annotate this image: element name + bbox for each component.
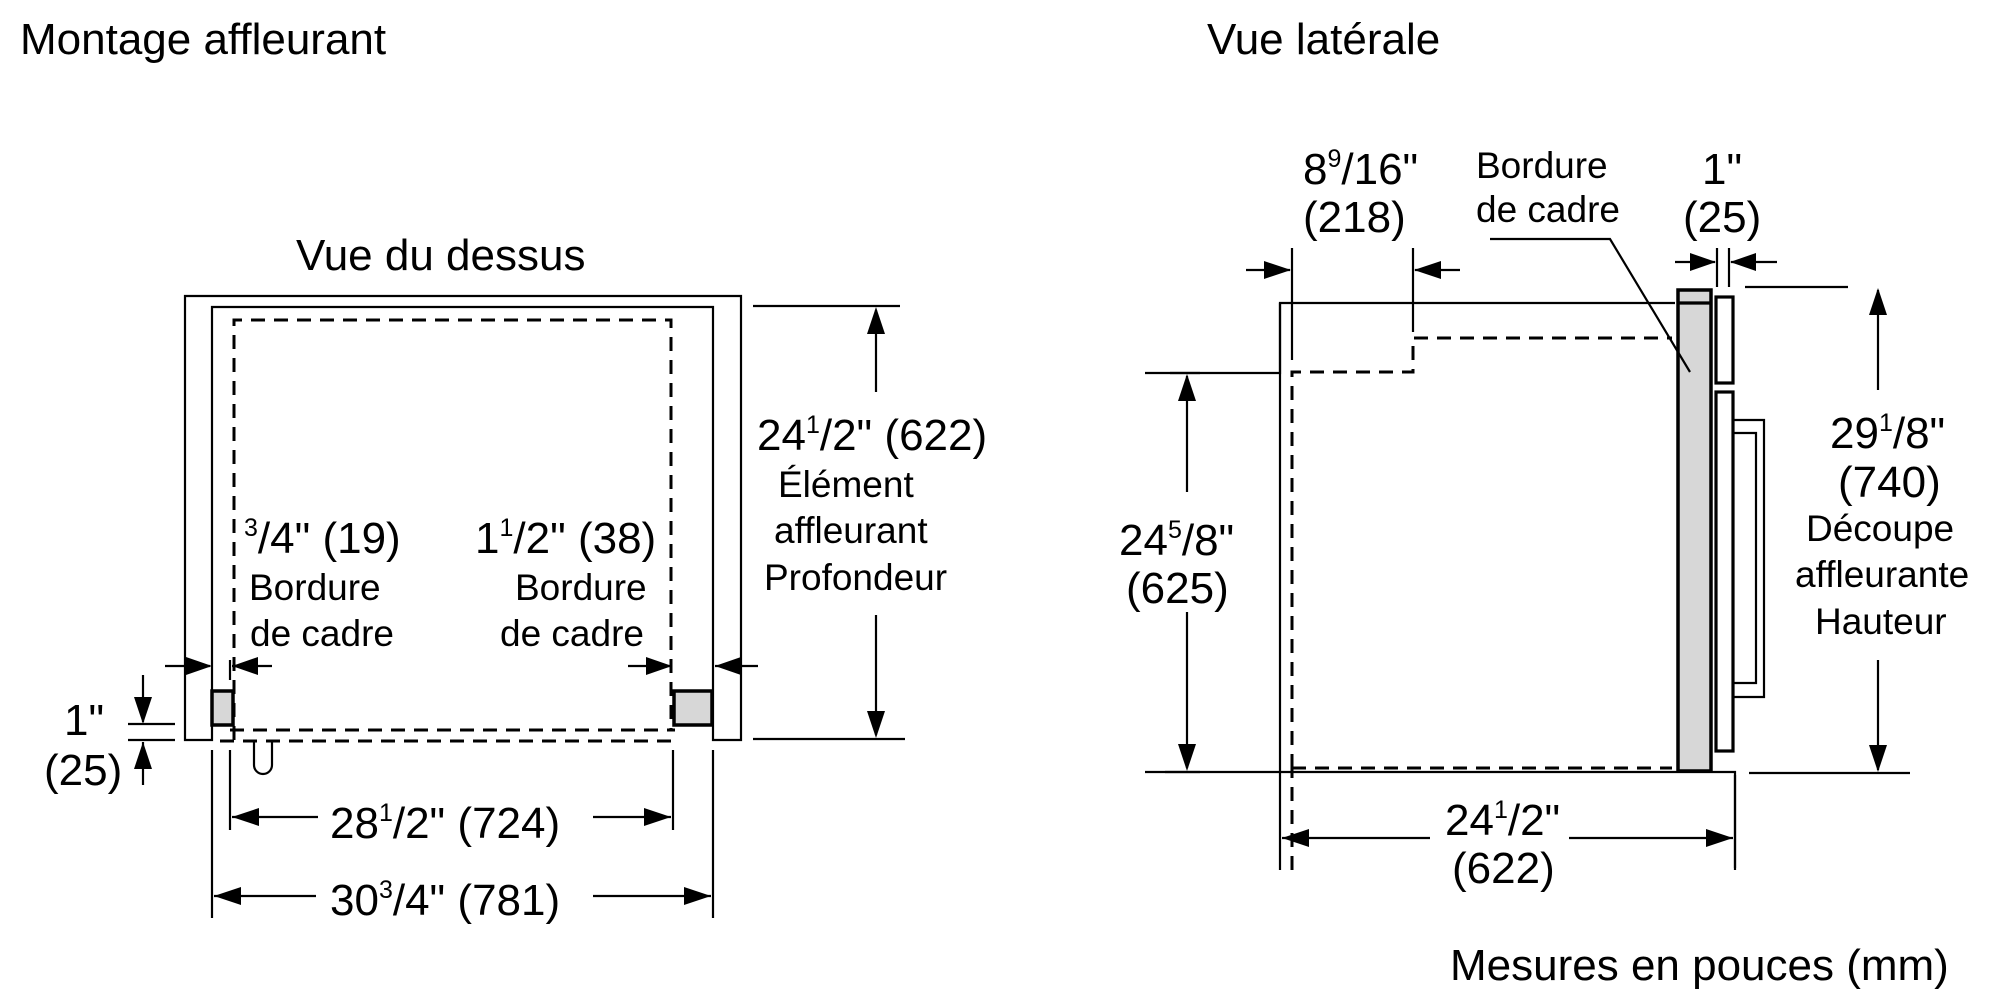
outer-width-dimension: 303/4" (781) xyxy=(330,876,560,925)
arrow-left-icon xyxy=(1282,829,1309,847)
arrow-up-icon xyxy=(134,742,152,769)
cabinet-outline-outer xyxy=(183,294,743,742)
arrow-right-icon xyxy=(644,808,671,826)
top-view-title: Vue du dessus xyxy=(296,231,585,280)
left-trim-label-line1: Bordure xyxy=(249,567,381,608)
inner-width-dimension: 281/2" (724) xyxy=(330,799,560,848)
arrow-right-icon xyxy=(1264,261,1291,279)
appliance-outline xyxy=(232,318,673,740)
arrow-right-icon xyxy=(684,887,711,905)
trim-leader-line xyxy=(1490,237,1691,373)
top-view-drawing xyxy=(128,294,905,918)
arrow-right-icon xyxy=(646,657,672,675)
door-panel-upper xyxy=(1714,295,1735,385)
arrow-down-icon xyxy=(867,711,885,738)
cutout-label-line3: Hauteur xyxy=(1815,601,1947,642)
cutout-height-dimension: 291/8" xyxy=(1830,409,1945,458)
depth-label-line1: Élément xyxy=(778,464,914,505)
arrow-up-icon xyxy=(1869,288,1887,315)
arrow-left-icon xyxy=(1730,253,1756,271)
side-depth-dimension: 241/2" xyxy=(1445,796,1560,845)
depth-label-line3: Profondeur xyxy=(764,557,947,598)
arrow-up-icon xyxy=(1178,374,1196,401)
trim-label-line2: de cadre xyxy=(1476,189,1620,230)
door-panel-lower xyxy=(1714,390,1735,753)
top-offset-mm: (218) xyxy=(1303,193,1406,242)
arrow-right-icon xyxy=(1706,829,1733,847)
arrow-right-icon xyxy=(186,657,212,675)
trim-strip xyxy=(1676,288,1713,773)
handle-outer xyxy=(1733,418,1766,699)
appliance-body-outline xyxy=(1290,336,1672,870)
door-gap-mm: (25) xyxy=(1683,193,1761,242)
door-gap-value: 1" xyxy=(1702,145,1742,194)
depth-label-line2: affleurant xyxy=(774,510,928,551)
arrow-down-icon xyxy=(1178,744,1196,771)
side-view-title: Vue latérale xyxy=(1207,15,1440,64)
trim-label-line1: Bordure xyxy=(1476,145,1608,186)
front-offset-mm: (25) xyxy=(44,746,122,795)
cutout-height-mm: (740) xyxy=(1838,458,1941,507)
cabinet-height-dimension: 245/8" xyxy=(1119,516,1234,565)
side-view-drawing xyxy=(1145,237,1910,870)
cabinet-height-mm: (625) xyxy=(1126,564,1229,613)
arrow-left-icon xyxy=(1414,261,1441,279)
depth-dimension-label: 241/2" (622) xyxy=(757,411,987,460)
handle-glyph xyxy=(252,742,274,776)
front-offset-value: 1" xyxy=(64,696,104,745)
arrow-down-icon xyxy=(134,697,152,724)
left-trim-block xyxy=(210,689,235,727)
arrow-right-icon xyxy=(1690,253,1716,271)
main-title: Montage affleurant xyxy=(20,15,386,64)
arrow-left-icon xyxy=(715,657,741,675)
top-offset-dimension: 89/16" xyxy=(1303,145,1418,194)
arrow-left-icon xyxy=(232,808,259,826)
left-trim-label-line2: de cadre xyxy=(250,613,394,654)
cutout-label-line2: affleurante xyxy=(1795,554,1969,595)
arrow-up-icon xyxy=(867,307,885,334)
right-trim-dimension: 11/2" (38) xyxy=(475,514,656,563)
arrow-down-icon xyxy=(1869,745,1887,772)
right-trim-block xyxy=(672,689,714,727)
cutout-label-line1: Découpe xyxy=(1806,508,1954,549)
handle-inner xyxy=(1733,431,1758,685)
left-trim-dimension: 3/4" (19) xyxy=(244,514,401,563)
units-note: Mesures en pouces (mm) xyxy=(1450,941,1949,990)
right-trim-label-line2: de cadre xyxy=(500,613,644,654)
side-depth-mm: (622) xyxy=(1452,844,1555,893)
right-trim-label-line1: Bordure xyxy=(515,567,647,608)
arrow-left-icon xyxy=(214,887,241,905)
arrow-left-icon xyxy=(232,657,258,675)
